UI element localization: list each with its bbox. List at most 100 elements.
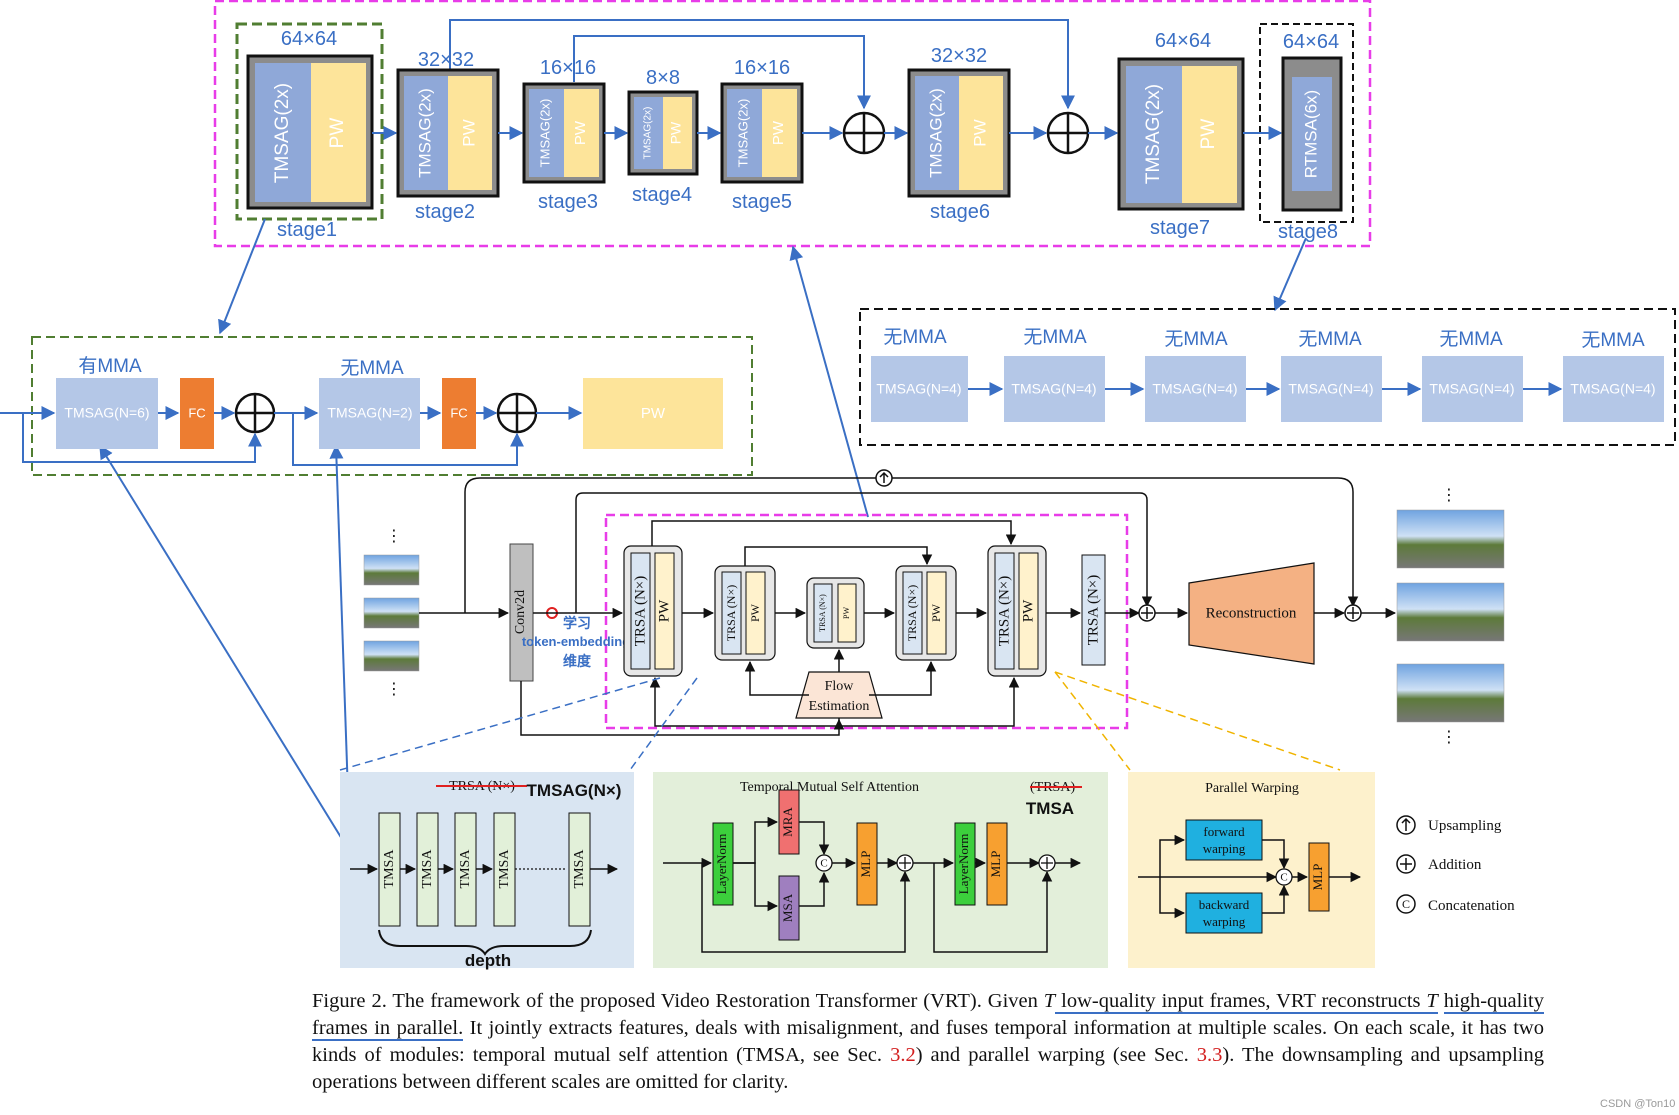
stage8-block2-text: TMSAG(N=4) bbox=[1011, 381, 1096, 397]
stage8-block6-text: TMSAG(N=4) bbox=[1570, 381, 1655, 397]
input-frame-3 bbox=[363, 640, 420, 672]
stage8-expand-arrow bbox=[1273, 237, 1307, 312]
stage5-tmsag-text: TMSAG(2x) bbox=[735, 99, 750, 168]
stage8-label: stage8 bbox=[1278, 221, 1338, 243]
reconstruction-text: Reconstruction bbox=[1206, 605, 1297, 621]
stage7-block: TMSAG(2x) PW bbox=[1117, 57, 1245, 211]
stage8-block: RTMSA(6x) bbox=[1281, 56, 1343, 212]
stage3-pw-text: PW bbox=[572, 120, 589, 145]
svg-text:forward: forward bbox=[1203, 824, 1245, 839]
stage8-group1-title: 无MMA bbox=[883, 327, 947, 348]
skip-stage3-to-add1 bbox=[573, 35, 871, 110]
stage4-pw-text: PW bbox=[668, 121, 684, 144]
trsa-block-a: TRSA (N×) PW bbox=[623, 545, 683, 677]
svg-text:TMSA: TMSA bbox=[382, 849, 397, 889]
main-add2-icon bbox=[1344, 604, 1362, 622]
stage6-tmsag-text: TMSAG(2x) bbox=[926, 88, 945, 178]
concatenation-icon: C bbox=[1396, 894, 1416, 914]
tmsa-add2-icon bbox=[1038, 854, 1056, 872]
legend-addition-text: Addition bbox=[1428, 857, 1482, 873]
stage2-tmsag-text: TMSAG(2x) bbox=[415, 88, 434, 178]
stage4-tmsag-text: TMSAG(2x) bbox=[643, 107, 654, 160]
stage8-detail-frame bbox=[859, 308, 1676, 446]
svg-text:C: C bbox=[820, 858, 827, 870]
stage3-block: TMSAG(2x) PW bbox=[522, 82, 606, 184]
stage7-label: stage7 bbox=[1150, 217, 1210, 239]
output-frame-3 bbox=[1396, 663, 1505, 723]
stage1-nomma-title: 无MMA bbox=[340, 358, 404, 379]
legend-concatenation-text: Concatenation bbox=[1428, 898, 1515, 914]
svg-text:TRSA (N×): TRSA (N×) bbox=[996, 576, 1012, 647]
trsa-block-b: TRSA (N×) PW bbox=[714, 565, 776, 661]
svg-text:PW: PW bbox=[1020, 599, 1036, 622]
pw-mlp-block: MLP bbox=[1308, 842, 1330, 912]
stage1-tmsag-n2 bbox=[319, 378, 420, 449]
svg-text:LayerNorm: LayerNorm bbox=[956, 834, 971, 895]
legend-addition: Addition bbox=[1396, 854, 1482, 874]
stage4-label: stage4 bbox=[632, 184, 692, 206]
stage7-pw-text: PW bbox=[1198, 119, 1219, 150]
stage6-dim: 32×32 bbox=[931, 45, 987, 67]
svg-text:LayerNorm: LayerNorm bbox=[714, 834, 729, 895]
svg-text:PW: PW bbox=[929, 603, 943, 622]
stage7-tmsag-text: TMSAG(2x) bbox=[1143, 84, 1164, 184]
caption-ref-3-3: 3.3 bbox=[1196, 1044, 1223, 1066]
input-frame-2 bbox=[363, 597, 420, 629]
stage1-tmsag-n6-text: TMSAG(N=6) bbox=[64, 405, 149, 421]
tmsa-abbr: TMSA bbox=[1026, 799, 1074, 818]
stage8-group5-title: 无MMA bbox=[1439, 329, 1503, 350]
stage1-fc2-text: FC bbox=[450, 405, 467, 420]
stage8-block1-text: TMSAG(N=4) bbox=[876, 381, 961, 397]
stage4-dim: 8×8 bbox=[646, 67, 680, 89]
svg-text:MLP: MLP bbox=[858, 851, 873, 878]
flow-text: Flow bbox=[825, 679, 855, 694]
stage5-label: stage5 bbox=[732, 191, 792, 213]
stage1-fc1 bbox=[180, 378, 214, 449]
stage1-fc1-text: FC bbox=[188, 405, 205, 420]
estimation-text: Estimation bbox=[809, 699, 870, 714]
stage1-block: TMSAG(2x) PW bbox=[246, 54, 374, 210]
tmsag-panel-title: TMSAG(N×) bbox=[527, 781, 622, 800]
depth-label: depth bbox=[465, 951, 511, 970]
mra-block: MRA bbox=[778, 789, 800, 855]
stage1-label: stage1 bbox=[277, 219, 337, 241]
stage8-rtmsa-text: RTMSA(6x) bbox=[1301, 90, 1320, 178]
stage2-pw-text: PW bbox=[459, 119, 478, 146]
stage6-label: stage6 bbox=[930, 201, 990, 223]
output-dots-bottom: ⋮ bbox=[1441, 729, 1457, 746]
upsampling-icon-main bbox=[875, 469, 893, 487]
stage5-block: TMSAG(2x) PW bbox=[720, 82, 804, 184]
svg-text:TMSA: TMSA bbox=[458, 849, 473, 889]
svg-text:TRSA (N×): TRSA (N×) bbox=[1085, 575, 1101, 646]
trsa-block-c: TRSA (N×) PW bbox=[806, 577, 865, 649]
stage8-group2-title: 无MMA bbox=[1023, 327, 1087, 348]
svg-text:TMSA: TMSA bbox=[572, 849, 587, 889]
tmsa-block-5: TMSA bbox=[568, 812, 591, 927]
pw-panel-title: Parallel Warping bbox=[1205, 781, 1299, 796]
stage3-label: stage3 bbox=[538, 191, 598, 213]
mlp-block-1: MLP bbox=[856, 822, 878, 906]
svg-text:warping: warping bbox=[1203, 841, 1246, 856]
stage1-fc2 bbox=[442, 378, 476, 449]
trsa-block-d: TRSA (N×) PW bbox=[895, 565, 957, 661]
stage8-block4-text: TMSAG(N=4) bbox=[1288, 381, 1373, 397]
svg-text:TMSA: TMSA bbox=[497, 849, 512, 889]
legend-upsampling-text: Upsampling bbox=[1428, 818, 1502, 834]
stage8-highlight bbox=[1259, 23, 1354, 223]
stage1-detail-frame bbox=[31, 336, 753, 476]
main-to-stages-arrow bbox=[789, 245, 869, 518]
trsa-final: TRSA (N×) bbox=[1081, 554, 1106, 666]
legend-concatenation: C Concatenation bbox=[1396, 894, 1515, 914]
stage5-pw-text: PW bbox=[770, 120, 787, 145]
add1-icon bbox=[842, 111, 886, 155]
layernorm-1: LayerNorm bbox=[712, 822, 734, 906]
depth-brace bbox=[378, 929, 592, 956]
note-line2: token-embedding bbox=[522, 634, 630, 649]
note-line1: 学习 bbox=[563, 615, 591, 631]
svg-text:TRSA (N×): TRSA (N×) bbox=[724, 585, 738, 641]
tmsa-block-1: TMSA bbox=[378, 812, 401, 927]
stage1-pw-block bbox=[583, 378, 723, 449]
caption-T1: T bbox=[1043, 990, 1056, 1012]
svg-text:MSA: MSA bbox=[780, 893, 795, 922]
main-add1-icon bbox=[1138, 604, 1156, 622]
